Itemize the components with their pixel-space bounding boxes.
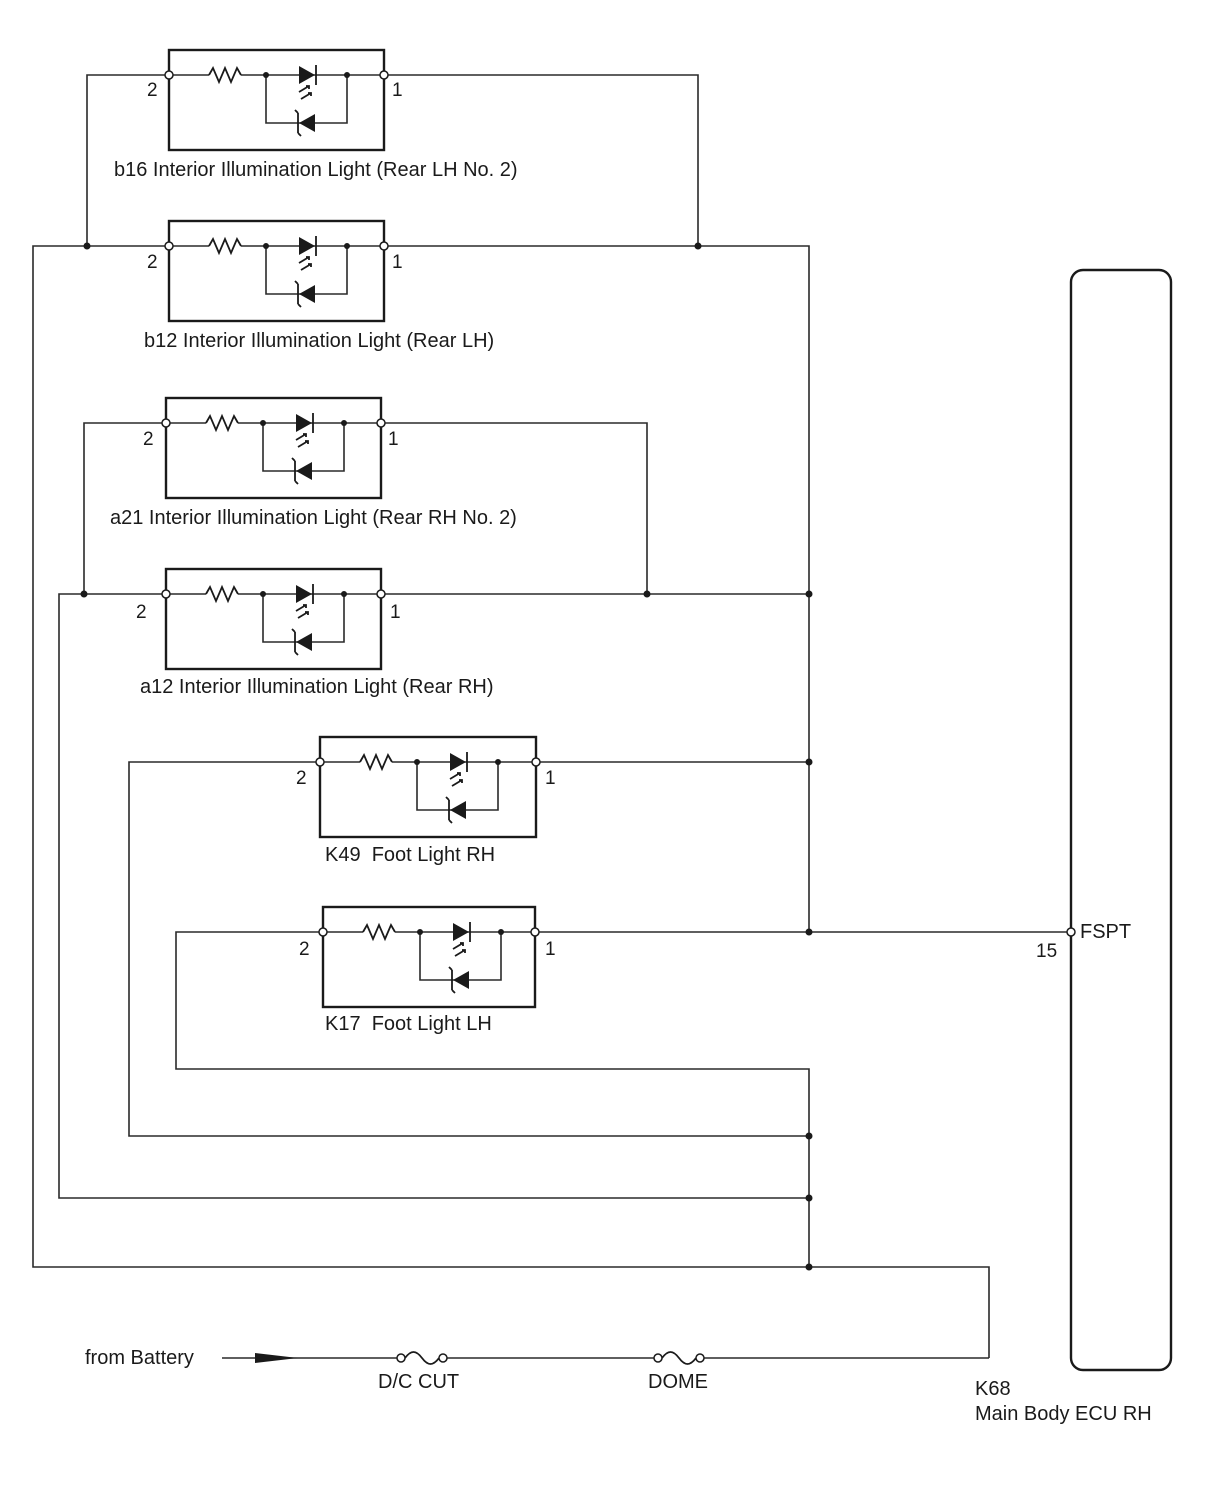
ecu-pin-number: 15 xyxy=(1036,941,1057,962)
ecu-box xyxy=(1069,268,1173,1372)
battery-source-label: from Battery xyxy=(85,1347,194,1369)
k17-pin-left: 2 xyxy=(299,939,310,960)
b12-pin-right: 1 xyxy=(392,252,403,273)
b16-pin-left: 2 xyxy=(147,80,158,101)
k49-label: K49 Foot Light RH xyxy=(325,844,495,866)
a21-label: a21 Interior Illumination Light (Rear RH… xyxy=(110,507,517,529)
a21-pin-left: 2 xyxy=(143,429,154,450)
light-k49 xyxy=(315,735,541,839)
light-k17 xyxy=(318,905,540,1009)
a12-label: a12 Interior Illumination Light (Rear RH… xyxy=(140,676,494,698)
fuse-dc-cut-label: D/C CUT xyxy=(378,1371,459,1393)
b16-pin-right: 1 xyxy=(392,80,403,101)
a12-pin-left: 2 xyxy=(136,602,147,623)
k49-pin-right: 1 xyxy=(545,768,556,789)
b12-label: b12 Interior Illumination Light (Rear LH… xyxy=(144,330,494,352)
fuse-dc-cut xyxy=(396,1351,448,1365)
k17-label: K17 Foot Light LH xyxy=(325,1013,492,1035)
fuse-dome xyxy=(653,1351,705,1365)
light-b12 xyxy=(164,219,389,323)
light-a12 xyxy=(161,567,386,671)
light-a21 xyxy=(161,396,386,500)
b16-label: b16 Interior Illumination Light (Rear LH… xyxy=(114,159,518,181)
a12-pin-right: 1 xyxy=(390,602,401,623)
k17-pin-right: 1 xyxy=(545,939,556,960)
k49-pin-left: 2 xyxy=(296,768,307,789)
wires xyxy=(32,74,1070,1359)
ecu-pin-terminal xyxy=(1066,927,1076,937)
ecu-pin-name: FSPT xyxy=(1080,921,1131,943)
ecu-code: K68 xyxy=(975,1378,1011,1400)
junction-dots xyxy=(80,242,813,1271)
b12-pin-left: 2 xyxy=(147,252,158,273)
battery-arrow-icon xyxy=(255,1353,298,1363)
ecu-name: Main Body ECU RH xyxy=(975,1403,1152,1425)
fuse-dome-label: DOME xyxy=(648,1371,708,1393)
light-b16 xyxy=(164,48,389,152)
a21-pin-right: 1 xyxy=(388,429,399,450)
